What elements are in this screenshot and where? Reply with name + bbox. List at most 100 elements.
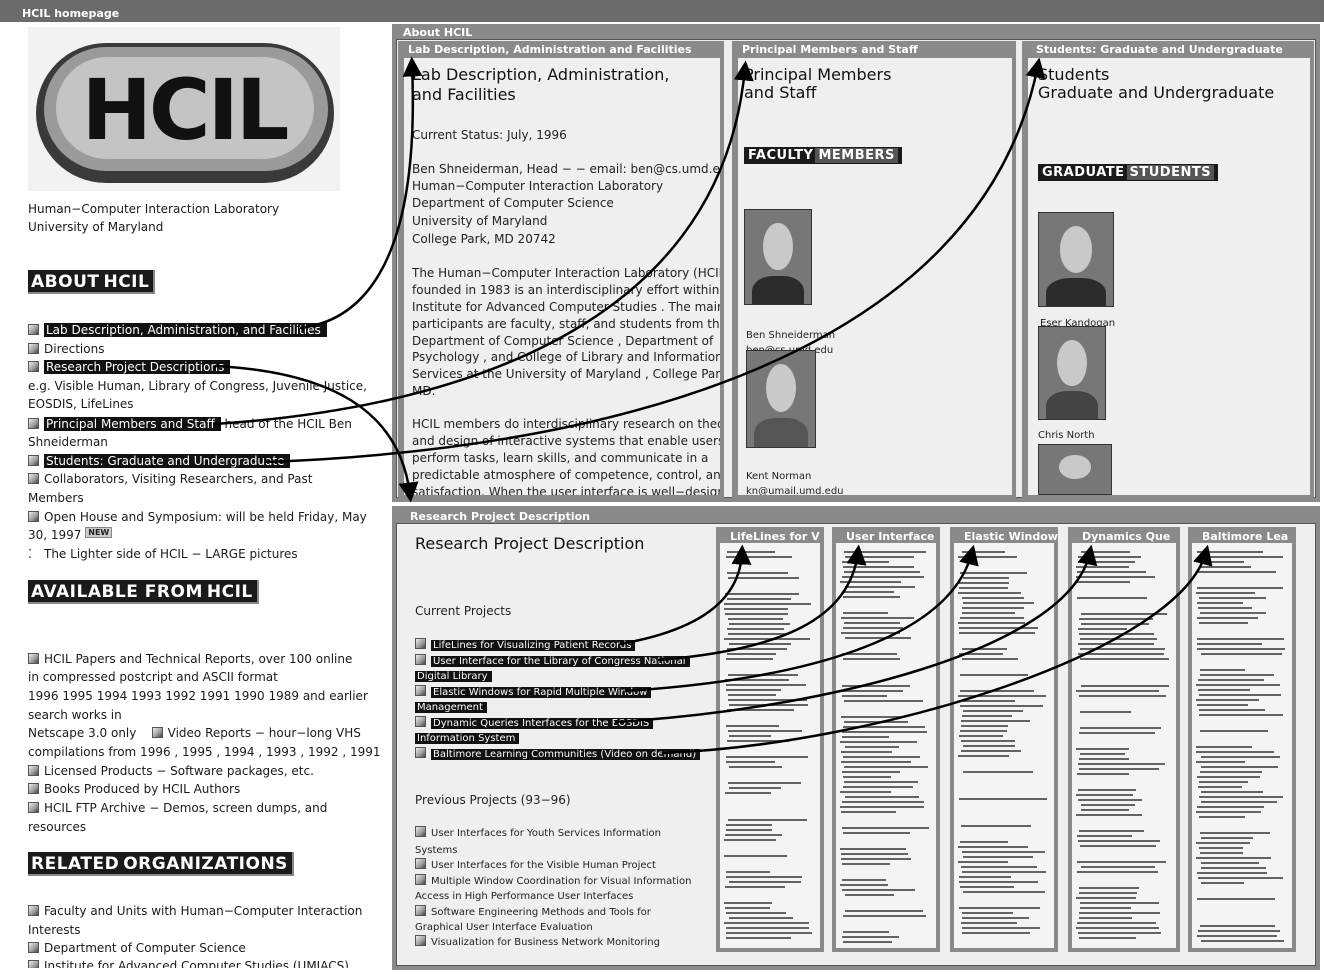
link-software-engineering[interactable]: Software Engineering Methods and Tools f… bbox=[431, 907, 651, 918]
link-principal-members[interactable]: Principal Members and Staff bbox=[44, 417, 221, 431]
link-youth-services[interactable]: User Interfaces for Youth Services Infor… bbox=[431, 828, 661, 839]
current-item-elastic[interactable]: Elastic Windows for Rapid Multiple Windo… bbox=[415, 685, 652, 700]
link-ftp[interactable]: HCIL FTP Archive − Demos, screen dumps, … bbox=[44, 801, 328, 815]
photo-kandogan[interactable] bbox=[1038, 212, 1114, 307]
photo-shneiderman[interactable] bbox=[744, 209, 812, 305]
preview-text-line bbox=[1200, 925, 1275, 927]
available-item-ftp[interactable]: HCIL FTP Archive − Demos, screen dumps, … bbox=[28, 799, 327, 817]
current-item-dq-2[interactable]: Information System bbox=[415, 731, 520, 746]
preview-text-line bbox=[1196, 857, 1271, 859]
link-library-of-congress[interactable]: User Interface for the Library of Congre… bbox=[431, 656, 690, 667]
about-item-lighter[interactable]: ⁚The Lighter side of HCIL − LARGE pictur… bbox=[28, 545, 298, 563]
link-open-house[interactable]: Open House and Symposium: will be held F… bbox=[44, 510, 367, 524]
video-compilations[interactable]: compilations from 1996 , 1995 , 1994 , 1… bbox=[28, 745, 381, 759]
related-item-faculty[interactable]: Faculty and Units with Human−Computer In… bbox=[28, 902, 362, 920]
link-collaborators[interactable]: Collaborators, Visiting Researchers, and… bbox=[44, 472, 313, 486]
mini-pane-baltimore[interactable]: Baltimore Lea bbox=[1188, 527, 1296, 952]
preview-text-line bbox=[1200, 852, 1243, 854]
link-umiacs[interactable]: Institute for Advanced Computer Studies … bbox=[44, 959, 349, 968]
about-item-collab[interactable]: Collaborators, Visiting Researchers, and… bbox=[28, 470, 312, 488]
mini-pane-body[interactable] bbox=[720, 543, 820, 948]
photo-north[interactable] bbox=[1038, 326, 1106, 420]
mini-pane-body[interactable] bbox=[1072, 543, 1176, 948]
mini-pane-lifelines[interactable]: LifeLines for V bbox=[716, 527, 824, 952]
prev-item-business[interactable]: Visualization for Business Network Monit… bbox=[415, 935, 660, 950]
current-item-lifelines[interactable]: LifeLines for Visualizing Patient Record… bbox=[415, 638, 636, 653]
link-visible-human[interactable]: User Interfaces for the Visible Human Pr… bbox=[431, 860, 656, 871]
current-item-loc[interactable]: User Interface for the Library of Congre… bbox=[415, 654, 690, 669]
left-panel: HCIL Human−Computer Interaction Laborato… bbox=[0, 22, 388, 976]
lab-pane-body[interactable]: Lab Description, Administration, and Fac… bbox=[404, 58, 720, 495]
related-item-inst[interactable]: Institute for Advanced Computer Studies … bbox=[28, 957, 349, 968]
about-item-openhouse[interactable]: Open House and Symposium: will be held F… bbox=[28, 508, 367, 526]
current-item-dq[interactable]: Dynamic Queries Interfaces for the EOSDI… bbox=[415, 716, 654, 731]
link-papers[interactable]: HCIL Papers and Technical Reports, over … bbox=[44, 652, 353, 666]
link-dept[interactable]: Department of Computer Science bbox=[44, 941, 246, 955]
about-item-lab[interactable]: Lab Description, Administration, and Fac… bbox=[28, 321, 327, 339]
caption-norman-email[interactable]: kn@umail.umd.edu bbox=[746, 486, 844, 495]
link-lab-description[interactable]: Lab Description, Administration, and Fac… bbox=[44, 323, 327, 337]
about-item-principal[interactable]: Principal Members and Staff head of the … bbox=[28, 415, 352, 433]
preview-text-line bbox=[729, 881, 801, 883]
prev-software-eng-2[interactable]: Graphical User Interface Evaluation bbox=[415, 922, 593, 933]
students-pane-body[interactable]: Students Graduate and Undergraduate GRAD… bbox=[1028, 58, 1310, 495]
link-multi-window[interactable]: Multiple Window Coordination for Visual … bbox=[431, 876, 692, 887]
link-dynamic-queries-2[interactable]: Information System bbox=[415, 733, 520, 744]
preview-text-line bbox=[729, 704, 808, 706]
link-video-reports[interactable]: Video Reports − hour−long VHS bbox=[167, 726, 361, 740]
link-lifelines[interactable]: LifeLines for Visualizing Patient Record… bbox=[431, 640, 636, 651]
preview-text-line bbox=[1199, 847, 1243, 849]
link-elastic-windows[interactable]: Elastic Windows for Rapid Multiple Windo… bbox=[431, 687, 652, 698]
current-item-elastic-2[interactable]: Management bbox=[415, 700, 487, 715]
mini-pane-body[interactable] bbox=[954, 543, 1054, 948]
mini-pane-user-interface[interactable]: User Interface bbox=[832, 527, 940, 952]
link-faculty[interactable]: Faculty and Units with Human−Computer In… bbox=[44, 904, 363, 918]
link-lighter-side[interactable]: The Lighter side of HCIL − LARGE picture… bbox=[44, 547, 298, 561]
preview-text-line bbox=[1079, 917, 1132, 919]
mini-pane-title: Elastic Window bbox=[964, 530, 1058, 543]
link-baltimore[interactable]: Baltimore Learning Communities (Video on… bbox=[431, 749, 701, 760]
photo-norman[interactable] bbox=[746, 350, 816, 448]
openhouse-date: 30, 1997 NEW bbox=[28, 526, 113, 544]
link-research-projects[interactable]: Research Project Descriptions bbox=[44, 360, 231, 374]
link-library-of-congress-2[interactable]: Digital Library bbox=[415, 671, 492, 682]
related-item-dept[interactable]: Department of Computer Science bbox=[28, 939, 246, 957]
link-business-network[interactable]: Visualization for Business Network Monit… bbox=[431, 937, 660, 948]
available-item-licensed[interactable]: Licensed Products − Software packages, e… bbox=[28, 762, 314, 780]
mini-pane-body[interactable] bbox=[1192, 543, 1292, 948]
link-students[interactable]: Students: Graduate and Undergraduate bbox=[44, 454, 291, 468]
mini-pane-elastic[interactable]: Elastic Window bbox=[950, 527, 1058, 952]
available-item-books[interactable]: Books Produced by HCIL Authors bbox=[28, 780, 240, 798]
preview-text-line bbox=[1081, 613, 1167, 615]
preview-text-line bbox=[1199, 709, 1265, 711]
prev-multiwindow-2[interactable]: Access in High Performance User Interfac… bbox=[415, 891, 634, 902]
current-item-baltimore[interactable]: Baltimore Learning Communities (Video on… bbox=[415, 747, 701, 762]
papers-years[interactable]: 1996 1995 1994 1993 1992 1991 1990 1989 … bbox=[28, 689, 368, 703]
current-item-loc-2[interactable]: Digital Library bbox=[415, 669, 492, 684]
prev-item-youth[interactable]: User Interfaces for Youth Services Infor… bbox=[415, 826, 661, 841]
prev-youth-2[interactable]: Systems bbox=[415, 845, 458, 856]
mini-pane-body[interactable] bbox=[836, 543, 936, 948]
preview-text-line bbox=[958, 556, 1017, 558]
preview-text-line bbox=[962, 597, 1024, 599]
link-dynamic-queries[interactable]: Dynamic Queries Interfaces for the EOSDI… bbox=[431, 718, 654, 729]
lab-pane-title: Lab Description, Administration and Faci… bbox=[408, 43, 692, 56]
about-item-directions[interactable]: Directions bbox=[28, 340, 104, 358]
link-licensed[interactable]: Licensed Products − Software packages, e… bbox=[44, 764, 314, 778]
prev-item-visible-human[interactable]: User Interfaces for the Visible Human Pr… bbox=[415, 858, 656, 873]
available-item-video[interactable]: Netscape 3.0 only Video Reports − hour−l… bbox=[28, 724, 361, 742]
photo-student-3[interactable] bbox=[1038, 444, 1112, 495]
prev-item-software-eng[interactable]: Software Engineering Methods and Tools f… bbox=[415, 905, 651, 920]
about-item-students[interactable]: Students: Graduate and Undergraduate bbox=[28, 452, 291, 470]
bullet-icon bbox=[415, 874, 426, 885]
link-directions[interactable]: Directions bbox=[44, 342, 105, 356]
link-elastic-windows-2[interactable]: Management bbox=[415, 702, 487, 713]
mini-pane-dynamic[interactable]: Dynamics Que bbox=[1068, 527, 1180, 952]
available-item-papers[interactable]: HCIL Papers and Technical Reports, over … bbox=[28, 650, 352, 668]
preview-text-line bbox=[1076, 794, 1133, 796]
prev-item-multiwindow[interactable]: Multiple Window Coordination for Visual … bbox=[415, 874, 691, 889]
link-books[interactable]: Books Produced by HCIL Authors bbox=[44, 782, 241, 796]
about-item-research[interactable]: Research Project Descriptions bbox=[28, 358, 231, 376]
preview-text-line bbox=[842, 827, 929, 829]
